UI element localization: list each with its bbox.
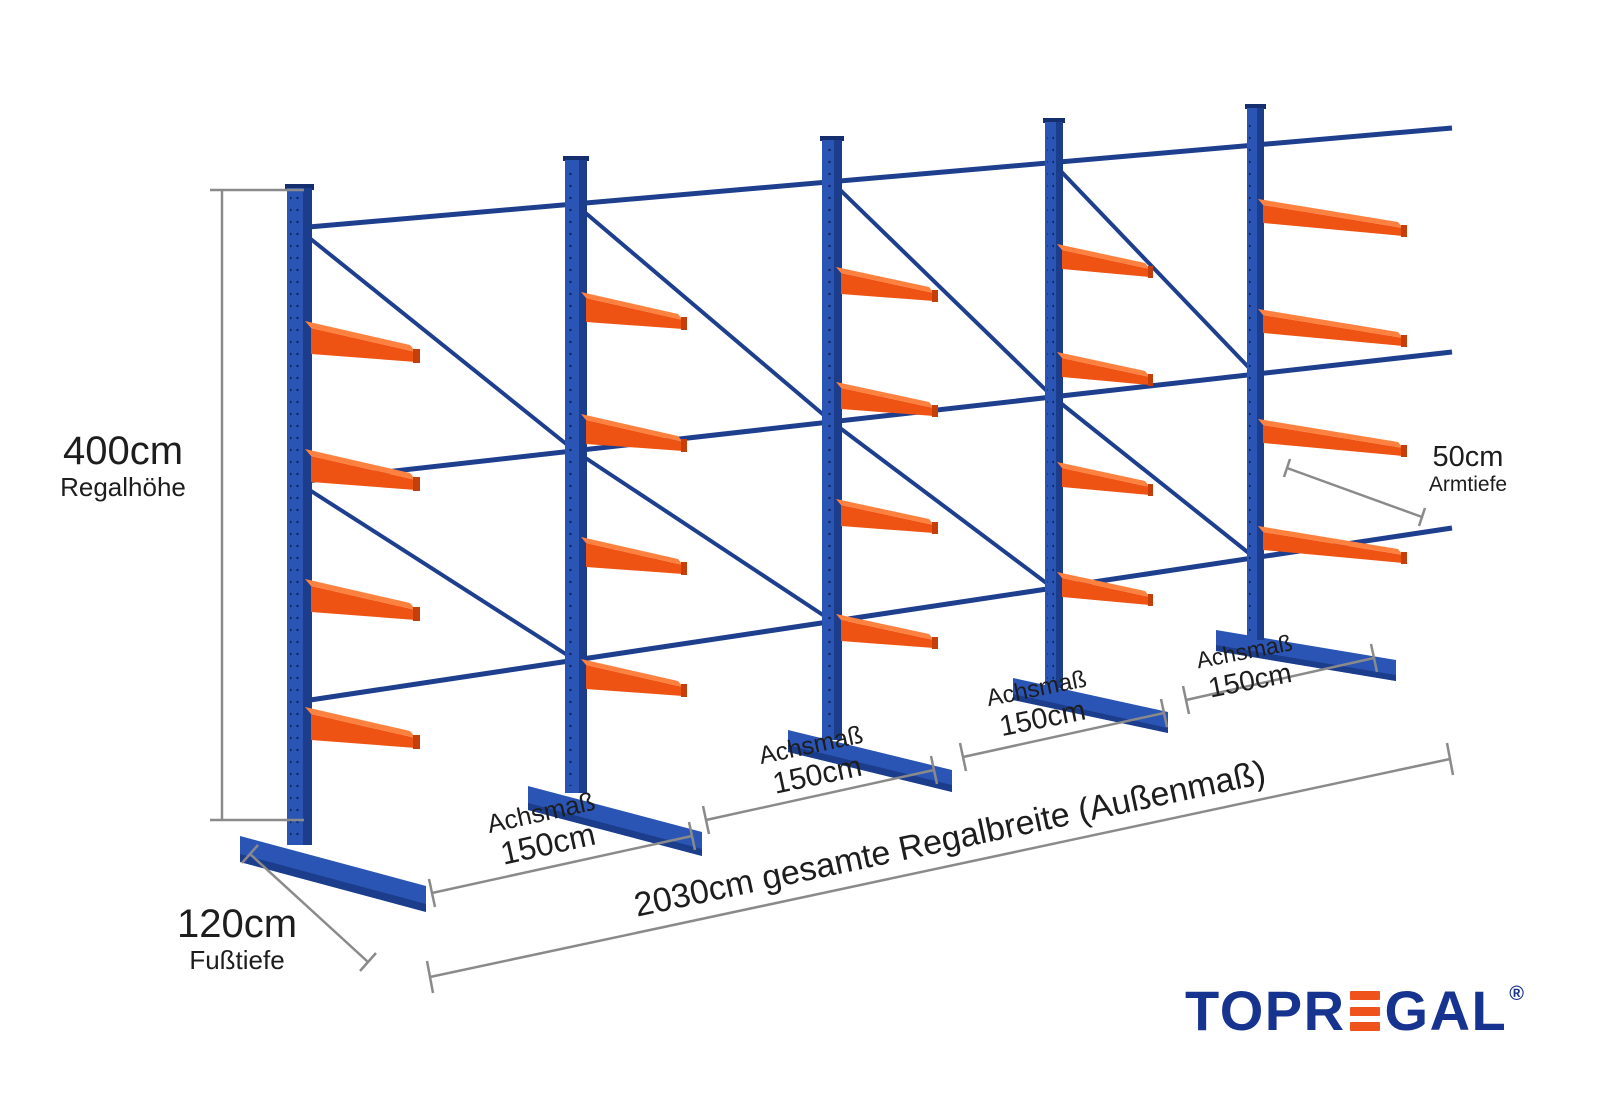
base-foot xyxy=(788,730,952,792)
height-dimension-line xyxy=(210,188,304,822)
column xyxy=(820,136,844,740)
height-dimension-label: 400cm Regalhöhe xyxy=(48,429,198,503)
axis-dimension-line-2 xyxy=(701,755,939,835)
registered-trademark-symbol: ® xyxy=(1509,983,1526,1005)
diagonal-braces xyxy=(295,161,1257,662)
arm-depth-caption: Armtiefe xyxy=(1428,473,1508,497)
column xyxy=(285,184,314,845)
upright-3 xyxy=(788,136,952,792)
logo-text-suffix: GAL xyxy=(1384,979,1508,1042)
cantilever-arms xyxy=(1258,199,1407,564)
base-foot xyxy=(1013,678,1168,733)
total-width-dimension-line xyxy=(425,742,1455,994)
logo-text-prefix: TOPR xyxy=(1185,979,1346,1042)
arm-depth-value: 50cm xyxy=(1432,441,1504,473)
column xyxy=(563,156,589,793)
column xyxy=(1043,118,1065,688)
axis-dimension-line-4 xyxy=(1181,643,1379,715)
arm-depth-dimension-label: 50cm Armtiefe xyxy=(1418,441,1518,497)
foot-depth-value: 120cm xyxy=(176,902,298,946)
axis-dimension-line-1 xyxy=(427,821,697,908)
cantilever-arms xyxy=(581,292,687,697)
cantilever-arms xyxy=(305,321,420,749)
foot-depth-dimension-line xyxy=(241,844,377,972)
cantilever-arms xyxy=(836,267,938,649)
logo-e-bars-icon xyxy=(1349,991,1380,1031)
upright-4 xyxy=(1013,118,1168,733)
arm-depth-dimension-line xyxy=(1282,458,1427,527)
upright-1 xyxy=(240,184,426,912)
upright-5 xyxy=(1216,104,1407,681)
base-foot xyxy=(240,836,426,912)
axis-dimension-line-3 xyxy=(958,698,1169,772)
cantilever-arms xyxy=(1057,244,1153,606)
height-value: 400cm xyxy=(62,429,184,473)
topregal-logo: TOPR GAL ® xyxy=(1185,982,1526,1040)
column xyxy=(1245,104,1266,640)
foot-depth-caption: Fußtiefe xyxy=(189,945,285,976)
height-caption: Regalhöhe xyxy=(60,472,186,503)
foot-depth-dimension-label: 120cm Fußtiefe xyxy=(172,902,302,976)
base-foot xyxy=(1216,630,1396,681)
upright-2 xyxy=(528,156,702,856)
